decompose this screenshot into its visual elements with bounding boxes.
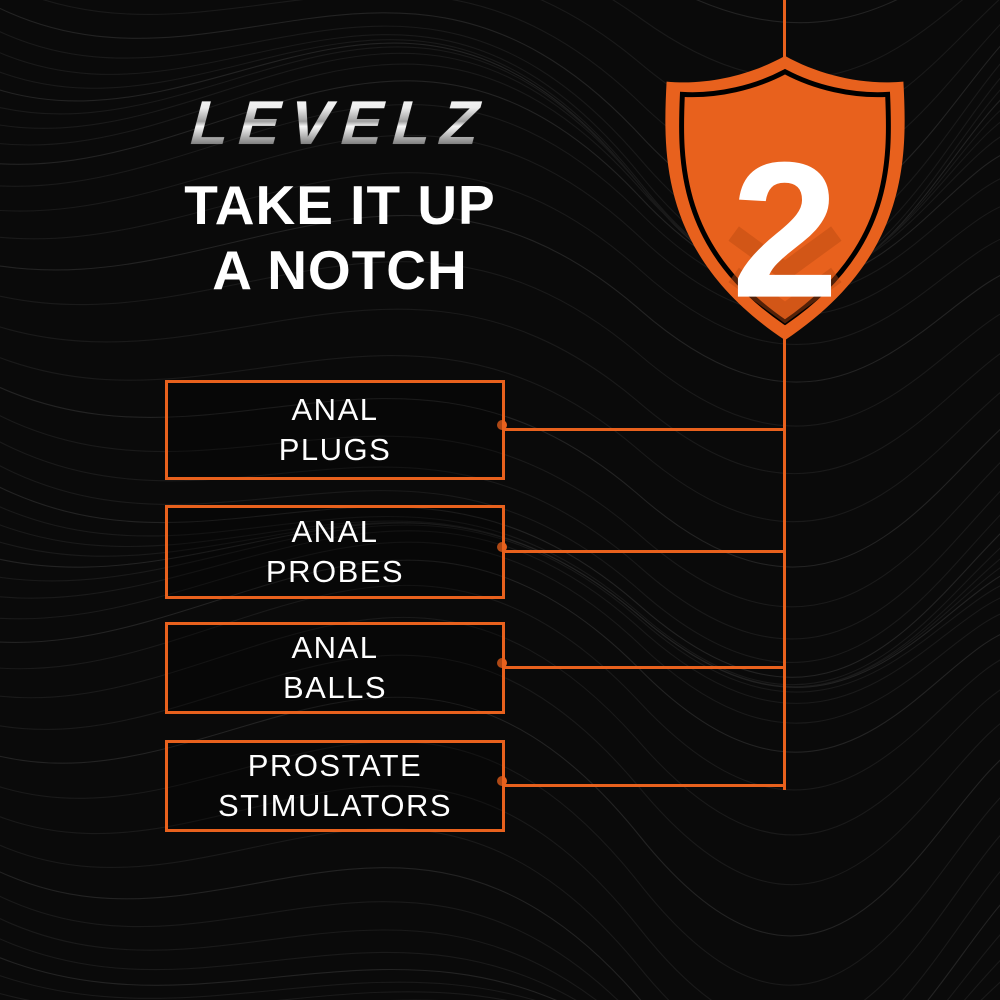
category-box-anal-balls: ANAL BALLS (165, 622, 505, 714)
category-label: ANAL BALLS (282, 629, 387, 705)
connector-line (505, 784, 785, 787)
category-label: ANAL PROBES (265, 513, 405, 589)
chevron-down-icon (728, 267, 842, 324)
chevron-down-icon (728, 226, 842, 283)
category-label: ANAL PLUGS (278, 391, 392, 467)
tagline-line1: TAKE IT UP (184, 174, 496, 236)
shield-icon: 2 (665, 55, 905, 341)
tagline: TAKE IT UP A NOTCH (120, 173, 560, 303)
level-badge: 2 (653, 50, 917, 346)
tagline-line2: A NOTCH (212, 238, 468, 301)
category-box-prostate-stimulators: PROSTATE STIMULATORS (165, 740, 505, 832)
header-block: LEVELZ TAKE IT UP A NOTCH (120, 88, 560, 303)
timeline-vertical-line (783, 0, 786, 790)
category-box-anal-plugs: ANAL PLUGS (165, 380, 505, 480)
category-label: PROSTATE STIMULATORS (217, 747, 453, 823)
category-box-anal-probes: ANAL PROBES (165, 505, 505, 599)
level-number: 2 (731, 122, 839, 338)
connector-line (505, 666, 785, 669)
connector-line (505, 550, 785, 553)
levelz-logo: LEVELZ (188, 89, 492, 158)
connector-line (505, 428, 785, 431)
